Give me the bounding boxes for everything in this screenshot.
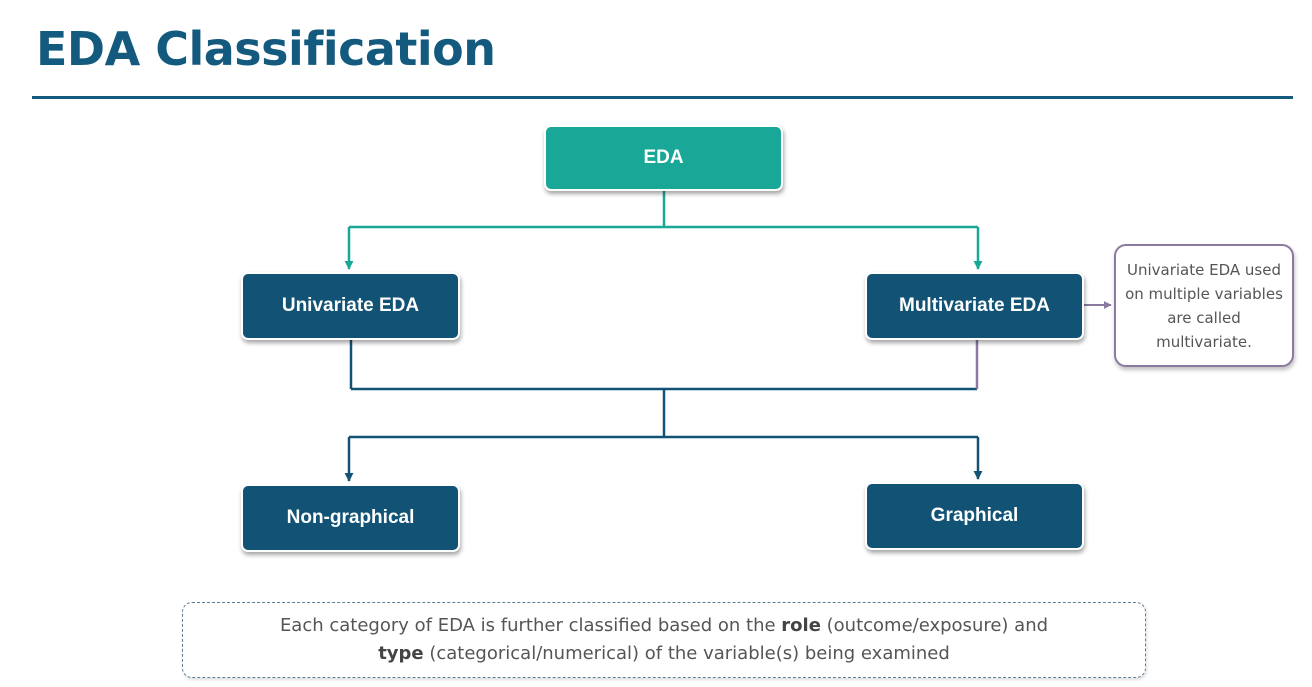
type-keyword: type	[378, 643, 424, 664]
univariate-eda-node: Univariate EDA	[241, 272, 460, 340]
multivariate-eda-node: Multivariate EDA	[865, 272, 1084, 340]
footnote-line-1: Each category of EDA is further classifi…	[279, 615, 1049, 636]
graphical-node: Graphical	[865, 482, 1084, 550]
split-connector	[344, 435, 983, 482]
page-title: EDA Classification	[36, 22, 496, 76]
root-connector	[344, 190, 983, 270]
role-keyword: role	[781, 615, 821, 636]
non-graphical-node: Non-graphical	[241, 484, 460, 552]
footnote-line-2: type (categorical/numerical) of the vari…	[378, 643, 950, 664]
classification-footnote: Each category of EDA is further classifi…	[182, 602, 1146, 678]
title-divider	[32, 96, 1293, 99]
merge-connector	[349, 340, 979, 437]
eda-root-node: EDA	[544, 125, 783, 191]
multivariate-note: Univariate EDA used on multiple variable…	[1114, 244, 1294, 367]
